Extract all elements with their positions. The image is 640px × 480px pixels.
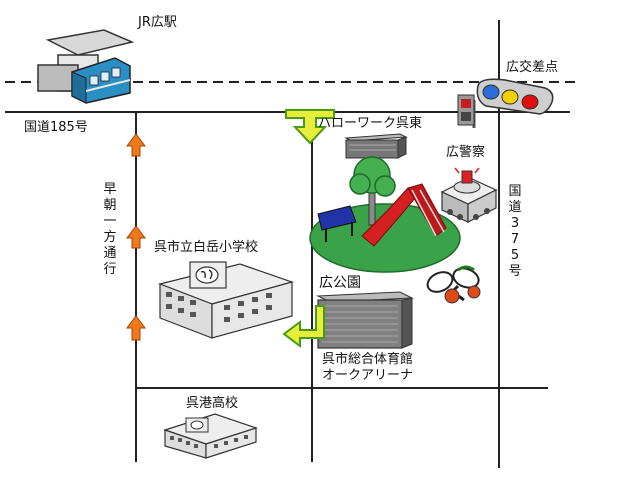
route185-label: 国道185号: [24, 120, 88, 135]
intersection-label: 広交差点: [506, 60, 559, 75]
route375-label: 国道375号: [508, 184, 522, 279]
school-building-icon: [158, 261, 295, 339]
park-label: 広公園: [319, 275, 361, 291]
direction-arrow-icon: [282, 305, 325, 348]
hayase-street-label: 早朝一方通行: [103, 182, 117, 277]
train-icon: [37, 29, 135, 104]
direction-arrow-icon: [126, 133, 146, 341]
gym-label-line2: オークアリーナ: [322, 368, 414, 383]
park-icon: [309, 156, 461, 273]
office-building-icon: [344, 133, 408, 159]
gym-label-line1: 呉市総合体育館: [322, 352, 414, 367]
high-school-label: 呉港高校: [186, 396, 239, 411]
jr-station-label: JR広駅: [138, 15, 177, 30]
police-station-icon: [440, 167, 498, 223]
pedestrian-signal-icon: [457, 94, 476, 128]
hello-work-label: ハローワーク呉東: [318, 116, 423, 131]
gymnasium-icon: [316, 291, 414, 349]
tennis-icon: [426, 265, 481, 304]
police-label: 広警察: [446, 145, 486, 160]
traffic-light-icon: [476, 78, 554, 115]
school-building-icon: [163, 413, 258, 459]
direction-arrow-icon: [285, 109, 335, 145]
school-label: 呉市立白岳小学校: [154, 240, 259, 255]
